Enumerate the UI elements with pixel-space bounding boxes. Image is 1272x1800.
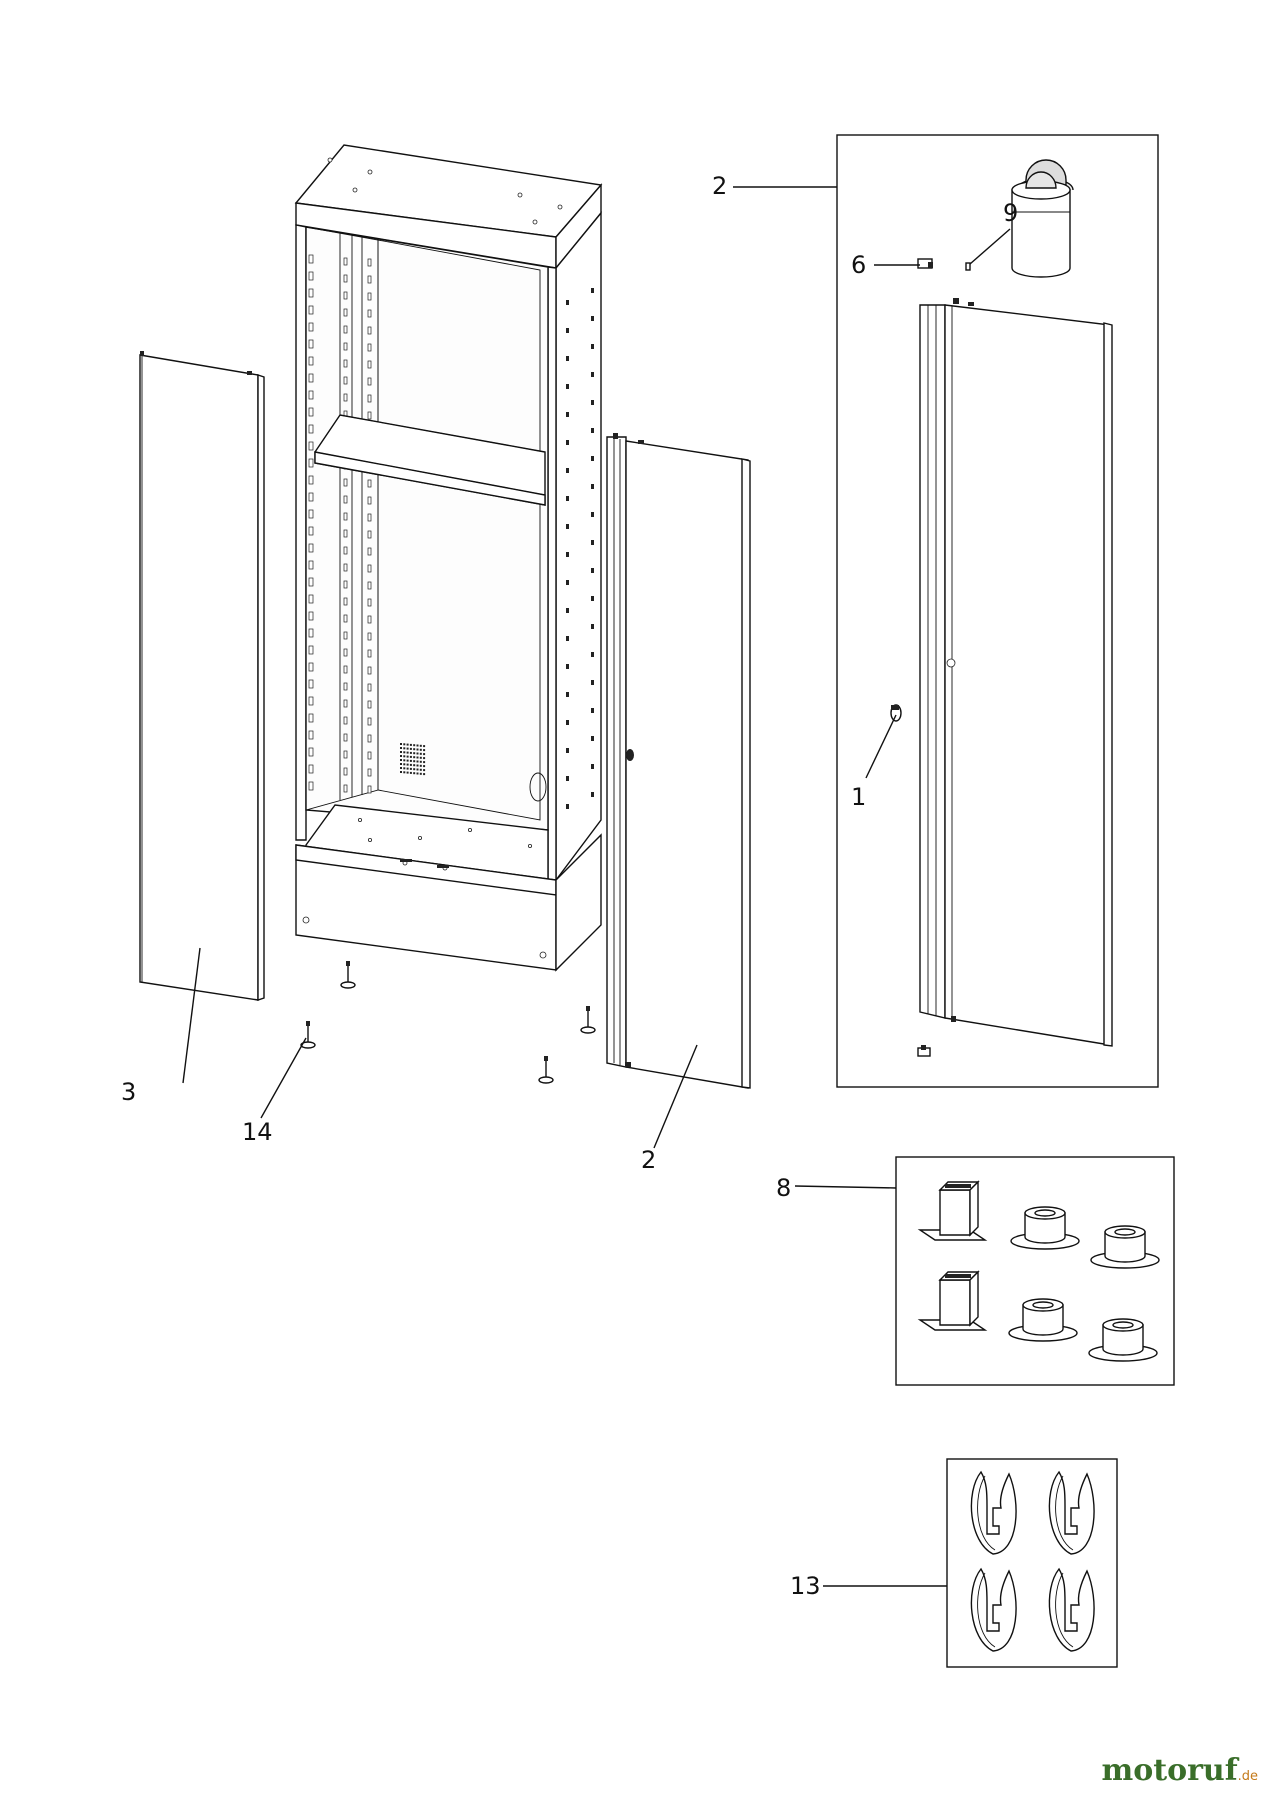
cabinet-body — [294, 144, 603, 972]
hinge-part — [917, 258, 933, 269]
watermark-main: motoruf — [1101, 1753, 1238, 1788]
callout-clips: 13 — [790, 1572, 821, 1600]
callout-hinge: 6 — [851, 251, 866, 279]
clips-box — [946, 1458, 1118, 1668]
vent-grille — [400, 743, 426, 776]
callout-lock: 1 — [851, 783, 866, 811]
callout-side-panel: 3 — [121, 1078, 136, 1106]
side-panel — [139, 351, 265, 1001]
watermark-domain: .de — [1237, 1769, 1258, 1784]
lock-part — [890, 704, 902, 722]
callout-door: 2 — [641, 1146, 656, 1174]
leveling-feet — [300, 961, 596, 1084]
leader-lines — [182, 186, 1011, 1587]
front-door — [606, 433, 751, 1089]
callout-kit-door: 2 — [712, 172, 727, 200]
callout-bushings: 8 — [776, 1174, 791, 1202]
callout-pin: 9 — [1003, 199, 1018, 227]
bushings-box — [895, 1156, 1175, 1386]
lock-cylinder — [1011, 159, 1074, 278]
watermark-logo: motoruf .de — [1101, 1753, 1258, 1788]
callout-leveling-feet: 14 — [242, 1118, 273, 1146]
door-kit-box — [836, 134, 1159, 1088]
